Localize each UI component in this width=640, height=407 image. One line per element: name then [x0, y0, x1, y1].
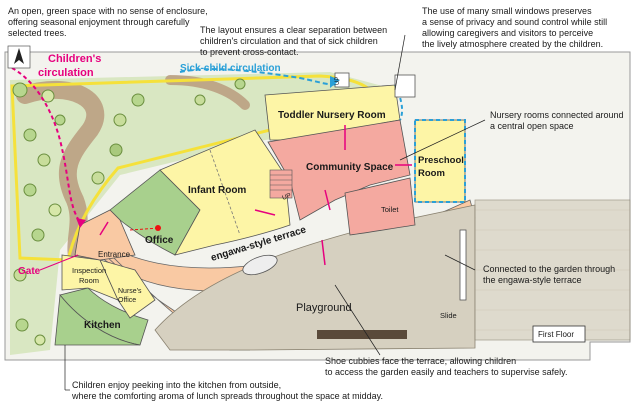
children-circulation-arrowhead: [76, 218, 86, 228]
toilet-label: Toilet: [381, 205, 399, 214]
trees: [12, 78, 246, 346]
nurse-office-label-2: Office: [118, 297, 136, 304]
entrance-label: Entrance: [98, 250, 131, 259]
inspection-label-1: Inspection: [72, 266, 106, 275]
kitchen-note-line-2: where the comforting aroma of lunch spre…: [71, 391, 383, 401]
floor-label: First Floor: [538, 330, 574, 339]
nurse-office-room: [99, 259, 156, 319]
shoe-cubbies-line-2: to access the garden easily and teachers…: [325, 367, 567, 377]
garden-boundary-line: [10, 74, 382, 262]
room-arrows: [99, 125, 412, 266]
annotation-garden: Connected to the garden through the enga…: [483, 264, 615, 285]
slide-label: Slide: [440, 311, 457, 320]
windows-line-3: allowing caregivers and visitors to perc…: [422, 28, 593, 38]
windows-line-4: the lively atmosphere created by the chi…: [422, 39, 603, 49]
kitchen-room-ext: [54, 293, 141, 346]
green-space-line-1: An open, green space with no sense of en…: [8, 6, 208, 16]
shoe-cubbies-line-1: Shoe cubbies face the terrace, allowing …: [325, 356, 516, 366]
separation-line-1: The layout ensures a clear separation be…: [200, 25, 387, 35]
sick-child-circulation-line: [179, 68, 339, 86]
annotation-shoe-cubbies: Shoe cubbies face the terrace, allowing …: [325, 356, 567, 377]
toddler-room-label: Toddler Nursery Room: [278, 110, 386, 121]
annotation-separation: The layout ensures a clear separation be…: [200, 25, 387, 57]
shoe-cubbies: [242, 254, 278, 276]
annotation-kitchen: Children enjoy peeking into the kitchen …: [71, 380, 383, 401]
floor-label-box: [532, 325, 586, 343]
garden-line-2: the engawa-style terrace: [483, 275, 582, 285]
leader-lines: [64, 34, 486, 391]
inspection-room: [61, 254, 119, 301]
up-label-top: UP: [335, 77, 341, 85]
sick-child-circulation-label: Sick-child circulation: [180, 63, 281, 74]
nursery-rooms-line-1: Nursery rooms connected around: [490, 110, 624, 120]
green-space-line-3: selected trees.: [8, 28, 67, 38]
nurse-office-label-1: Nurse's: [118, 288, 142, 295]
entrance-area: [74, 209, 136, 261]
infant-divider: [209, 149, 241, 236]
community-space-label: Community Space: [306, 162, 394, 173]
nursery-rooms-line-2: a central open space: [490, 121, 574, 131]
office-marker: [155, 225, 161, 231]
inspection-label-2: Room: [79, 276, 99, 285]
gate-label: Gate: [18, 266, 41, 277]
garden-line-1: Connected to the garden through: [483, 264, 615, 274]
windows-line-2: a sense of privacy and sound control whi…: [422, 17, 607, 27]
small-block: [394, 74, 416, 98]
green-space-line-2: offering seasonal enjoyment through care…: [8, 17, 190, 27]
separation-line-3: to prevent cross-contact.: [200, 47, 299, 57]
preschool-label-1: Preschool: [418, 155, 464, 166]
bench: [317, 330, 407, 339]
playground-east: [474, 199, 631, 341]
sick-child-arrowhead: [330, 76, 340, 88]
playground-label: Playground: [296, 302, 352, 314]
slide-shape: [459, 229, 467, 301]
kitchen-label: Kitchen: [84, 320, 121, 331]
toilet-room: [344, 177, 416, 236]
kitchen-note-line-1: Children enjoy peeking into the kitchen …: [72, 380, 281, 390]
annotation-nursery-rooms: Nursery rooms connected around a central…: [490, 110, 624, 131]
preschool-windows: [414, 119, 466, 203]
office-sightline: [129, 227, 161, 231]
gate-leader: [39, 254, 79, 271]
garden-lawn: [10, 72, 390, 355]
windows-line-1: The use of many small windows preserves: [422, 6, 592, 16]
children-circulation-label-1: Children's: [48, 53, 101, 65]
north-compass: [7, 45, 31, 69]
children-circulation-line: [11, 67, 81, 223]
stair: [269, 169, 293, 199]
separation-line-2: children's circulation and that of sick …: [200, 36, 378, 46]
up-label-stair: UP: [281, 192, 292, 202]
children-circulation-label-2: circulation: [38, 67, 94, 79]
office-label: Office: [145, 235, 174, 246]
infant-room-label: Infant Room: [188, 185, 246, 196]
annotation-green-space: An open, green space with no sense of en…: [8, 6, 208, 38]
annotation-windows: The use of many small windows preserves …: [422, 6, 607, 49]
preschool-label-2: Room: [418, 168, 445, 179]
